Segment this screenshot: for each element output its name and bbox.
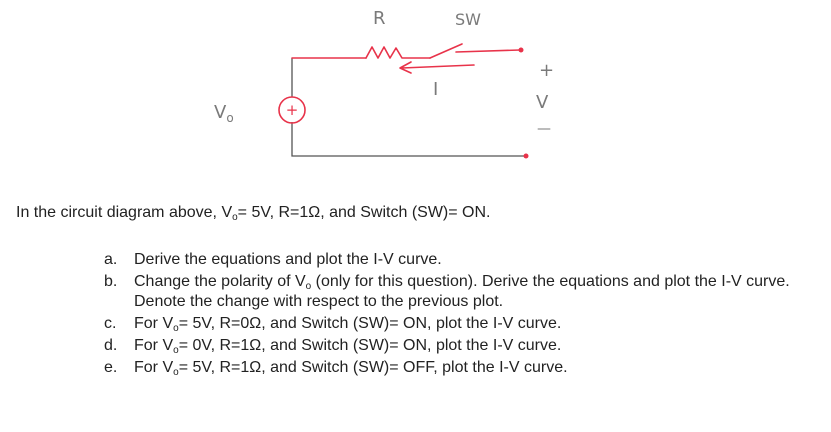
- question-item: c. For Vo= 5V, R=0Ω, and Switch (SW)= ON…: [104, 314, 804, 334]
- resistor-zigzag: [365, 46, 431, 59]
- question-text: For Vo= 5V, R=0Ω, and Switch (SW)= ON, p…: [134, 315, 562, 334]
- question-text: For Vo= 5V, R=1Ω, and Switch (SW)= OFF, …: [134, 359, 568, 378]
- circuit-diagram: + R SW I Vo + V —: [214, 8, 554, 159]
- voltage-source: [278, 96, 306, 124]
- question-item: a. Derive the equations and plot the I-V…: [104, 250, 804, 270]
- intro-text: In the circuit diagram above, Vo= 5V, R=…: [16, 204, 491, 223]
- output-plus-label: +: [539, 60, 554, 81]
- question-letter: d.: [104, 337, 118, 354]
- current-arrow: [399, 61, 475, 74]
- question-item: e. For Vo= 5V, R=1Ω, and Switch (SW)= OF…: [104, 358, 804, 378]
- question-text: Derive the equations and plot the I-V cu…: [134, 251, 442, 268]
- bottom-wire: [291, 122, 524, 157]
- question-letter: b.: [104, 273, 118, 290]
- question-text: Change the polarity of Vo (only for this…: [134, 273, 790, 310]
- question-text: For Vo= 0V, R=1Ω, and Switch (SW)= ON, p…: [134, 337, 562, 356]
- source-polarity-plus: +: [286, 101, 299, 119]
- output-voltage-label: V: [536, 92, 549, 113]
- question-letter: a.: [104, 251, 118, 268]
- top-right-wire: [455, 49, 521, 53]
- source-label: Vo: [214, 102, 234, 125]
- question-item: d. For Vo= 0V, R=1Ω, and Switch (SW)= ON…: [104, 336, 804, 356]
- question-letter: e.: [104, 359, 118, 376]
- question-item: b. Change the polarity of Vo (only for t…: [104, 272, 804, 312]
- switch-blade: [429, 43, 463, 59]
- resistor-label: R: [373, 8, 386, 29]
- top-terminal: [518, 47, 524, 53]
- switch-label: SW: [455, 10, 481, 29]
- current-label: I: [433, 79, 438, 100]
- bottom-terminal: [523, 153, 529, 159]
- question-list: a. Derive the equations and plot the I-V…: [104, 250, 804, 380]
- output-minus-label: —: [537, 121, 551, 137]
- question-letter: c.: [104, 315, 117, 332]
